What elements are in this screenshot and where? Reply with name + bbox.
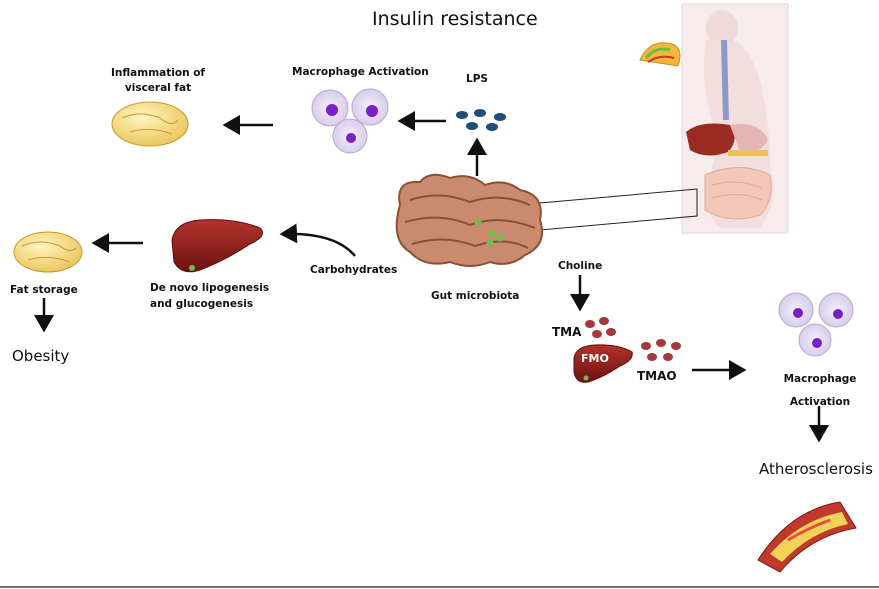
microbe-dot [488,229,496,237]
macrophage-cells-top [311,88,389,154]
label-fat-storage: Fat storage [10,284,78,296]
label-tma: TMA [552,325,582,339]
tma-particles [585,317,616,338]
label-fmo: FMO [581,352,609,365]
label-obesity: Obesity [12,347,70,365]
gut-intestine-illustration [395,173,544,267]
microbe-dot [474,218,482,226]
label-choline: Choline [558,260,603,272]
tmao-particles [641,339,681,361]
lps-particles [456,109,506,131]
diagram-title: Insulin resistance [372,8,538,30]
digestive-system-illustration [681,3,789,234]
label-atherosclerosis: Atherosclerosis [759,460,873,478]
label-lps: LPS [466,73,488,85]
atherosclerotic-artery-illustration [757,501,857,573]
label-macrophage-top: Macrophage Activation [292,66,429,78]
label-macrophage-bottom: Macrophage Activation [783,373,857,408]
label-gut-microbiota: Gut microbiota [431,290,520,302]
macrophage-cells-bottom [778,292,854,357]
label-de-novo: De novo lipogenesis and glucogenesis [150,282,270,310]
label-tmao: TMAO [637,369,677,383]
liver-illustration [171,219,263,273]
taco-icon [639,42,681,67]
label-carbohydrates: Carbohydrates [310,264,398,276]
label-inflammation: Inflammation of visceral fat [111,67,205,94]
visceral-fat-illustration [111,101,189,147]
fmo-liver-illustration [573,344,633,383]
microbe-dot [486,239,494,247]
arrow-carbohydrates-to-liver [279,223,356,257]
microbe-dot [496,234,504,242]
fat-storage-illustration [13,231,83,273]
